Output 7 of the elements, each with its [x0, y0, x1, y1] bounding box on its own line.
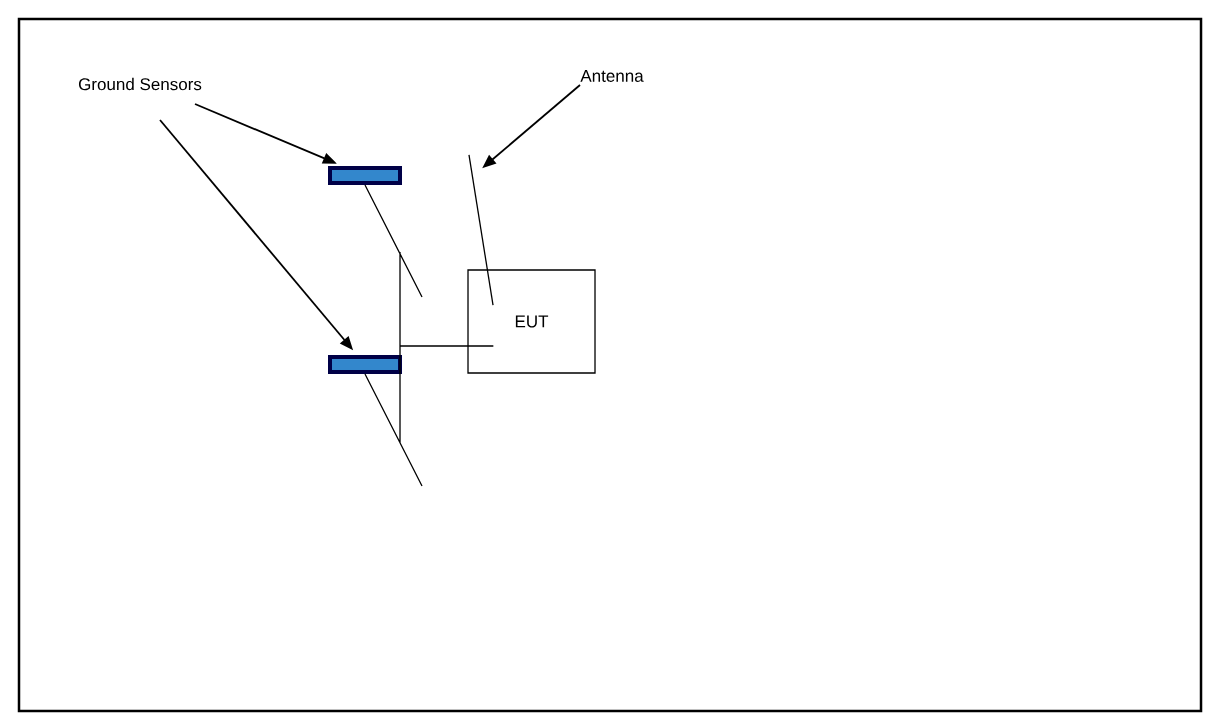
device-box: EUT: [467, 269, 596, 374]
sensor-bar: [328, 166, 402, 185]
cable-line: [364, 184, 494, 487]
callout-text: Antenna: [580, 70, 644, 82]
antenna-line: [468, 154, 494, 306]
callout-text: Ground Sensors: [78, 77, 202, 91]
sensor-bar: [328, 355, 402, 374]
